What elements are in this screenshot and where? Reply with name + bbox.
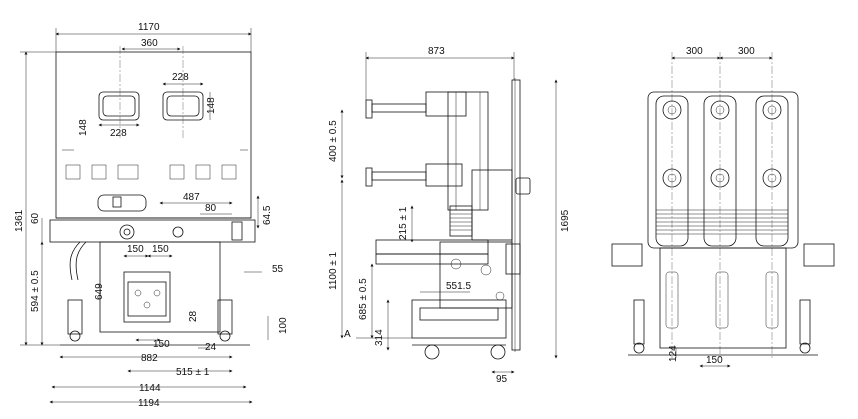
dim-594: 594 ± 0.5 — [30, 270, 41, 312]
dim-150: 150 — [706, 355, 723, 366]
dim-total-height: 1361 — [14, 209, 25, 232]
dim-window-width-right: 228 — [172, 72, 189, 83]
dim-55: 55 — [272, 264, 284, 275]
dim-depth: 873 — [428, 46, 445, 57]
dim-window-width-left: 228 — [110, 128, 127, 139]
dim-64-5: 64.5 — [262, 205, 273, 225]
top-terminals — [662, 100, 782, 120]
dim-1144: 1144 — [139, 383, 161, 394]
side-view: 873 — [328, 46, 571, 385]
dim-400: 400 ± 0.5 — [328, 120, 339, 162]
dim-150-a: 150 — [127, 244, 144, 255]
dim-overall-top-width: 1170 — [138, 22, 160, 33]
dim-124: 124 — [668, 345, 679, 362]
dim-80: 80 — [205, 203, 217, 214]
front-view: 1170 360 228 228 148 148 — [14, 22, 289, 409]
dim-215: 215 ± 1 — [398, 206, 409, 240]
label-strip — [62, 149, 248, 180]
dim-150-c: 150 — [153, 339, 170, 350]
dim-window-spacing: 360 — [141, 38, 158, 49]
dim-pole-pitch-2: 300 — [738, 46, 755, 57]
rear-coils — [656, 209, 788, 235]
dim-551-5: 551.5 — [446, 281, 471, 292]
mid-terminals — [662, 168, 782, 188]
dim-100: 100 — [278, 317, 289, 334]
rear-view: 300 300 — [611, 46, 835, 368]
dim-649: 649 — [94, 283, 105, 300]
dim-515: 515 ± 1 — [176, 367, 210, 378]
dim-150-b: 150 — [152, 244, 169, 255]
dim-window-height-right: 148 — [206, 97, 217, 114]
dim-pole-pitch-1: 300 — [686, 46, 703, 57]
dim-1100: 1100 ± 1 — [328, 251, 339, 290]
side-springs — [450, 209, 472, 231]
dim-685: 685 ± 0.5 — [358, 278, 369, 320]
dim-314: 314 — [374, 329, 385, 346]
dim-1695: 1695 — [560, 209, 571, 232]
dim-882: 882 — [141, 353, 158, 364]
dim-window-height-left: 148 — [78, 119, 89, 136]
dim-487: 487 — [183, 192, 200, 203]
dim-24: 24 — [205, 342, 217, 353]
label-a: A — [344, 329, 351, 340]
vent-slots — [665, 271, 779, 329]
dim-60: 60 — [30, 212, 41, 224]
dim-28: 28 — [188, 310, 199, 322]
dim-1194: 1194 — [138, 398, 160, 409]
dim-95: 95 — [496, 374, 508, 385]
